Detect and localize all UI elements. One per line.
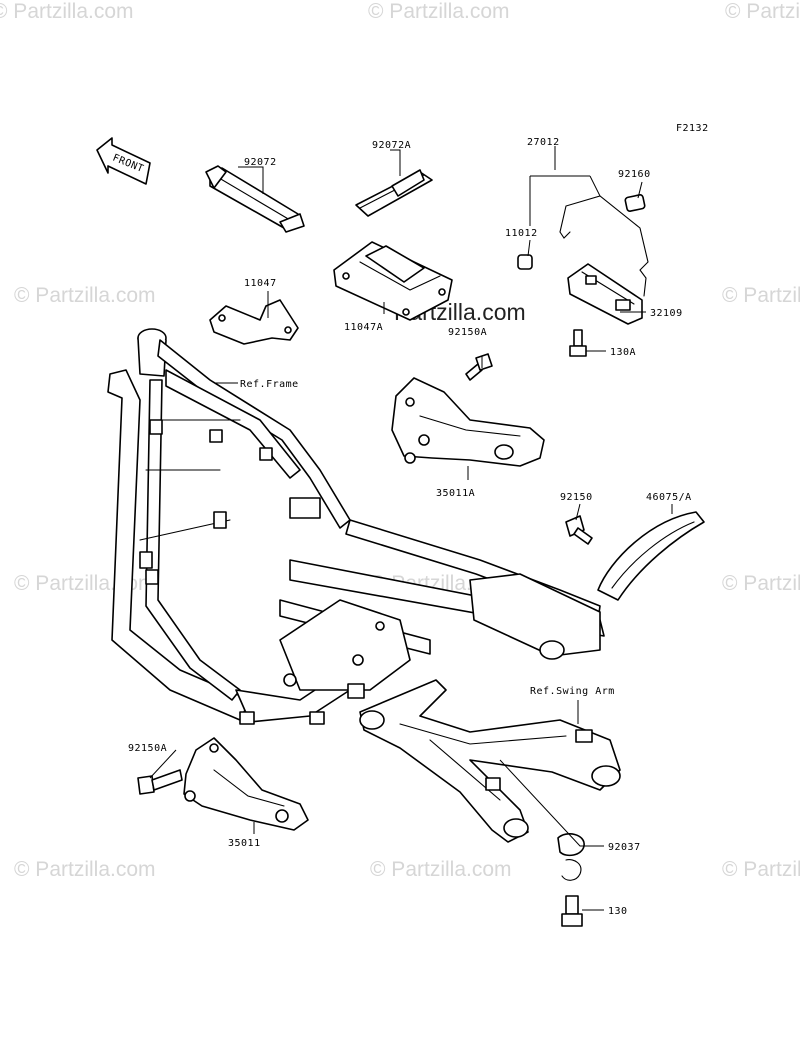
part-35011A-bracket (391, 377, 545, 467)
label-92150: 92150 (560, 492, 593, 503)
part-130A-bolt (569, 329, 587, 357)
main-frame (107, 328, 605, 725)
label-92072A: 92072A (372, 140, 411, 151)
part-92150A-bolt-bottom (137, 769, 183, 795)
watermark-bottom-left: © Partzilla.com (14, 858, 156, 881)
part-92037-clip (557, 833, 585, 881)
part-11047A-plate (333, 241, 453, 321)
part-11012-cap (517, 254, 533, 270)
watermark-bottom-right: © Partzilla.com (722, 858, 800, 881)
watermark-bottom-center: © Partzilla.com (370, 858, 512, 881)
figure-code: F2132 (676, 123, 709, 134)
part-labels: 92072 92072A 27012 92160 11012 11047 110… (128, 137, 692, 917)
label-32109: 32109 (650, 308, 683, 319)
part-92150A-bolt-top (465, 353, 493, 381)
label-27012: 27012 (527, 137, 560, 148)
part-11047-bracket (209, 299, 299, 345)
label-92150A-top: 92150A (448, 327, 487, 338)
label-11012: 11012 (505, 228, 538, 239)
watermark-top-right: © Partzilla.com (725, 0, 800, 23)
watermark-mid-left: © Partzilla.com (14, 284, 156, 307)
label-35011: 35011 (228, 838, 261, 849)
swing-arm (359, 679, 621, 843)
part-92072-strap (205, 165, 305, 233)
watermark-lower-right: © Partzilla.com (722, 572, 800, 595)
watermark-lower-left: © Partzilla.com (14, 572, 156, 595)
part-46075A-grabrail (597, 511, 705, 601)
part-92160-collar (624, 194, 646, 212)
part-35011-bracket (183, 737, 309, 831)
watermark-top-left: © Partzilla.com (0, 0, 134, 23)
label-ref-frame: Ref.Frame (240, 379, 299, 390)
label-11047A: 11047A (344, 322, 383, 333)
label-92160: 92160 (618, 169, 651, 180)
label-92072: 92072 (244, 157, 277, 168)
part-32109-bracket (567, 263, 643, 325)
label-130A: 130A (610, 347, 636, 358)
label-92037: 92037 (608, 842, 641, 853)
label-130: 130 (608, 906, 628, 917)
watermark-top-center: © Partzilla.com (368, 0, 510, 23)
front-arrow: FRONT (96, 137, 151, 185)
watermark-mid-right: © Partzilla.com (722, 284, 800, 307)
label-ref-swing-arm: Ref.Swing Arm (530, 686, 615, 697)
label-35011A: 35011A (436, 488, 475, 499)
leader-lines (149, 146, 673, 911)
label-46075A: 46075/A (646, 492, 692, 503)
part-92150-bolt (565, 515, 593, 545)
label-92150A-bottom: 92150A (128, 743, 167, 754)
label-11047: 11047 (244, 278, 277, 289)
part-27012-cable (517, 194, 649, 297)
part-92072A-strip (355, 169, 433, 217)
part-130-bolt (561, 895, 583, 927)
